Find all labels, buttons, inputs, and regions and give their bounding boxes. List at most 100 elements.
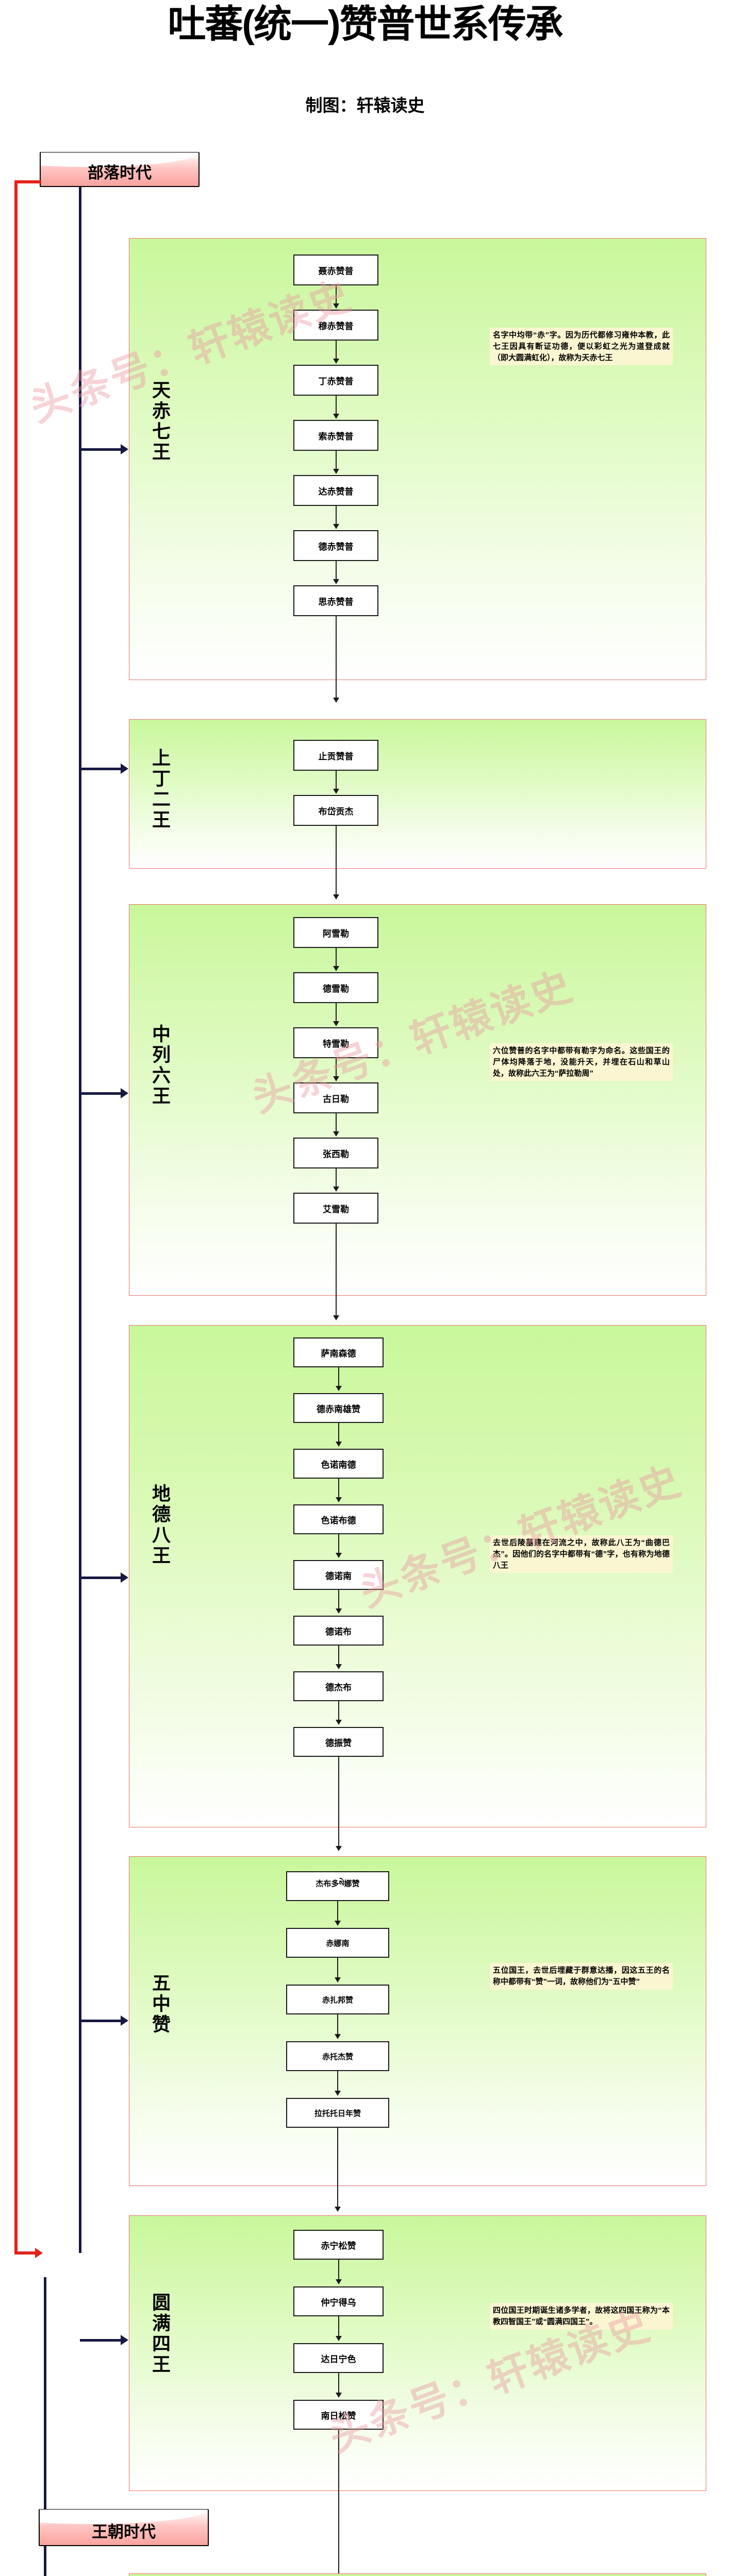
node-label: 德诺南 (325, 1571, 352, 1581)
connector-arrow (336, 1553, 342, 1558)
spine-branch-arrow-3 (121, 1088, 128, 1098)
spine-branch-3 (80, 1092, 121, 1095)
node-label: 特雪勒 (323, 1039, 349, 1049)
node-label: 赤娜南 (326, 1939, 350, 1948)
node-yuanman-4[interactable]: 南日松赞 (293, 2400, 384, 2430)
node-zhonglie-6[interactable]: 艾雪勒 (293, 1193, 378, 1224)
node-dide-5[interactable]: 德诺南 (293, 1560, 384, 1590)
node-dide-2[interactable]: 德赤南雄赞 (293, 1393, 384, 1423)
connector (336, 341, 337, 360)
node-label: 拉托托日年赞 (314, 2109, 361, 2118)
node-dide-3[interactable]: 色诺南德 (293, 1449, 384, 1479)
connector (336, 948, 337, 967)
connector (336, 771, 337, 790)
group-wuzhong-zan (129, 1856, 706, 2186)
connector (338, 1423, 339, 1443)
node-tianchi-5[interactable]: 达赤赞普 (293, 475, 378, 506)
connector (336, 1003, 337, 1022)
spine-branch-2 (80, 768, 121, 770)
node-shangding-1[interactable]: 止贡赞普 (293, 740, 378, 771)
node-tianchi-4[interactable]: 索赤赞普 (293, 420, 378, 451)
node-label: 止贡赞普 (318, 751, 354, 761)
node-zhonglie-4[interactable]: 古日勒 (293, 1082, 378, 1113)
node-label: 赤托杰赞 (322, 2052, 353, 2061)
spine-branch-arrow-1 (121, 444, 128, 454)
node-label: 古日勒 (323, 1094, 349, 1104)
node-dide-8[interactable]: 德振赞 (293, 1727, 384, 1757)
spine-branch-5 (80, 2020, 121, 2022)
node-label: 杰布多སེ娜赞 (316, 1879, 360, 1888)
era-banner-tribal: 部落时代 (40, 152, 200, 187)
node-wuzhong-4[interactable]: 赤托杰赞 (286, 2041, 389, 2071)
node-tianchi-7[interactable]: 思赤赞普 (293, 585, 378, 616)
connector (336, 451, 337, 470)
group-label-yuanman-siwang: 圆满四王 (150, 2293, 171, 2375)
node-label: 达赤赞普 (318, 486, 354, 497)
node-label: 布岱贡杰 (318, 806, 354, 817)
node-wuzhong-1[interactable]: 杰布多སེ娜赞 (286, 1871, 389, 1901)
node-tianchi-1[interactable]: 聂赤赞普 (293, 255, 378, 285)
connector-arrow (333, 359, 339, 364)
node-wuzhong-3[interactable]: 赤扎邦赞 (286, 1985, 389, 2014)
connector-arrow (335, 2034, 341, 2039)
era-banner-label: 部落时代 (88, 164, 152, 182)
connector-arrow (333, 1131, 339, 1137)
node-dide-7[interactable]: 德杰布 (293, 1671, 384, 1701)
note-dide-bawang: 去世后陵墓建在河流之中，故称此八王为“曲德巴杰”。因他们的名字中都带有“德”字，… (490, 1535, 673, 1573)
node-label: 萨南森德 (321, 1348, 356, 1359)
node-tianchi-3[interactable]: 丁赤赞普 (293, 365, 378, 396)
node-zhonglie-5[interactable]: 张西勒 (293, 1138, 378, 1168)
spine-branch-arrow-6 (121, 2335, 128, 2345)
era-banner-dynasty: 王朝时代 (39, 2509, 209, 2546)
node-yuanman-1[interactable]: 赤宁松赞 (293, 2230, 384, 2260)
connector (338, 2373, 339, 2394)
node-yuanman-3[interactable]: 达日宁色 (293, 2343, 384, 2373)
node-wuzhong-5[interactable]: 拉托托日年赞 (286, 2098, 389, 2128)
node-wuzhong-2[interactable]: 赤娜南 (286, 1928, 389, 1958)
node-label: 张西勒 (323, 1149, 349, 1159)
connector-arrow (336, 1442, 342, 1447)
node-yuanman-2[interactable]: 仲宁得乌 (293, 2286, 384, 2316)
page-subtitle: 制图：轩辕读史 (305, 96, 425, 115)
main-spine (79, 187, 81, 2253)
node-zhonglie-1[interactable]: 阿雪勒 (293, 917, 378, 948)
node-label: 思赤赞普 (318, 597, 354, 607)
connector (338, 1590, 339, 1609)
connector (336, 616, 337, 699)
node-label: 穆赤赞普 (318, 321, 354, 331)
connector-arrow (333, 1021, 339, 1026)
connector (338, 1757, 339, 1847)
note-wuzhong-zan: 五位国王，去世后埋藏于群意达播，因这五王的名称中都带有“赞”一词，故称他们为“五… (490, 1963, 673, 1990)
connector (338, 1646, 339, 1665)
node-tianchi-2[interactable]: 穆赤赞普 (293, 310, 378, 341)
group-label-dide-bawang: 地德八王 (150, 1484, 171, 1566)
node-shangding-2[interactable]: 布岱贡杰 (293, 795, 378, 826)
dynasty-era-red-connector (14, 2251, 35, 2255)
connector-arrow (335, 2091, 341, 2096)
group-label-tianchi-qiwang: 天赤七王 (150, 380, 171, 463)
connector (338, 1479, 339, 1498)
connector (338, 1534, 339, 1554)
node-dide-6[interactable]: 德诺布 (293, 1616, 384, 1646)
connector-arrow (336, 1608, 342, 1614)
node-tianchi-6[interactable]: 德赤赞普 (293, 530, 378, 561)
note-zhonglie-liuwang: 六位赞普的名字中都带有勒字为命名。这些国王的尸体均降落于地，没能升天，并埋在石山… (490, 1043, 673, 1081)
connector-arrow (333, 698, 339, 703)
node-dide-4[interactable]: 色诺布德 (293, 1504, 384, 1534)
node-zhonglie-3[interactable]: 特雪勒 (293, 1027, 378, 1058)
node-label: 德振赞 (325, 1738, 352, 1748)
node-label: 赤宁松赞 (321, 2241, 356, 2251)
connector-arrow (336, 1386, 342, 1391)
connector-arrow (335, 1977, 341, 1982)
node-dide-1[interactable]: 萨南森德 (293, 1337, 384, 1367)
connector-arrow (333, 579, 339, 584)
note-yuanman-siwang: 四位国王时期诞生诸多学者，故将这四国王称为“本教四智国王”或“圆满四国王”。 (490, 2303, 673, 2330)
connector-arrow (333, 966, 339, 971)
group-shangding-erwang (129, 719, 706, 869)
connector (336, 1113, 337, 1132)
node-zhonglie-2[interactable]: 德雪勒 (293, 972, 378, 1003)
connector (337, 2128, 338, 2208)
group-label-wuzhong-zan: 五中赞 (150, 1973, 171, 2035)
spine-branch-1 (80, 448, 121, 451)
connector (338, 2316, 339, 2337)
